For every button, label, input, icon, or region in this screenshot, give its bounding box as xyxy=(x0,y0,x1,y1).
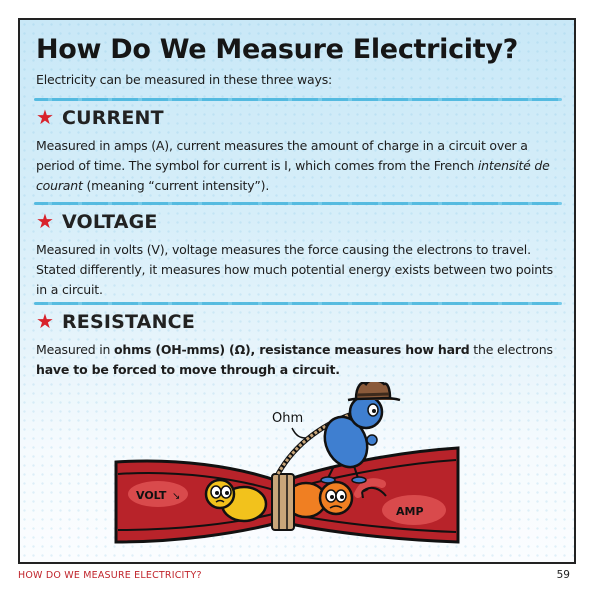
body-text: Measured in amps (A), current measures t… xyxy=(36,138,528,173)
hat-icon xyxy=(347,382,401,402)
ohm-label: Ohm xyxy=(272,411,303,426)
body-bold-text: have to be forced to move through a circ… xyxy=(36,362,340,377)
section-body: Measured in volts (V), voltage measures … xyxy=(36,242,553,297)
star-icon: ★ xyxy=(36,209,54,233)
chapter-footer: HOW DO WE MEASURE ELECTRICITY? xyxy=(18,570,202,581)
body-text: (meaning “current intensity”). xyxy=(82,178,270,193)
body-italic-text: intensité de courant xyxy=(36,158,550,193)
divider xyxy=(34,98,562,101)
divider xyxy=(34,302,562,305)
section-heading: CURRENT xyxy=(61,107,164,129)
ohm-character-icon xyxy=(320,394,384,484)
page-number: 59 xyxy=(556,569,570,581)
section-voltage: ★ VOLTAGE Measured in volts (V), voltage… xyxy=(36,210,566,300)
body-text: the electrons xyxy=(469,342,553,357)
section-heading: VOLTAGE xyxy=(61,211,158,233)
arrow-right-icon: ↘ xyxy=(172,491,180,502)
section-resistance: ★ RESISTANCE Measured in ohms (OH-mms) (… xyxy=(36,310,566,380)
section-heading: RESISTANCE xyxy=(61,311,195,333)
content-panel: How Do We Measure Electricity? Electrici… xyxy=(18,18,576,564)
star-icon: ★ xyxy=(36,105,54,129)
rope-icon xyxy=(271,409,359,531)
resistance-illustration: VOLT ↘ AMP xyxy=(114,382,460,544)
page-title: How Do We Measure Electricity? xyxy=(36,34,519,65)
section-body: Measured in amps (A), current measures t… xyxy=(36,136,566,196)
body-bold-text: ohms (OH-mms) (Ω), resistance measures h… xyxy=(114,342,470,357)
amp-label: AMP xyxy=(396,505,424,518)
page-subtitle: Electricity can be measured in these thr… xyxy=(36,72,333,87)
section-current: ★ CURRENT Measured in amps (A), current … xyxy=(36,106,566,196)
volt-label: VOLT xyxy=(136,489,167,502)
amp-character-icon xyxy=(284,480,354,519)
arrow-down-right-icon xyxy=(291,427,307,439)
star-icon: ★ xyxy=(36,309,54,333)
divider xyxy=(34,202,562,205)
body-text: Measured in xyxy=(36,342,115,357)
volt-character-icon xyxy=(204,478,268,523)
section-body: Measured in ohms (OH-mms) (Ω), resistanc… xyxy=(36,340,566,380)
